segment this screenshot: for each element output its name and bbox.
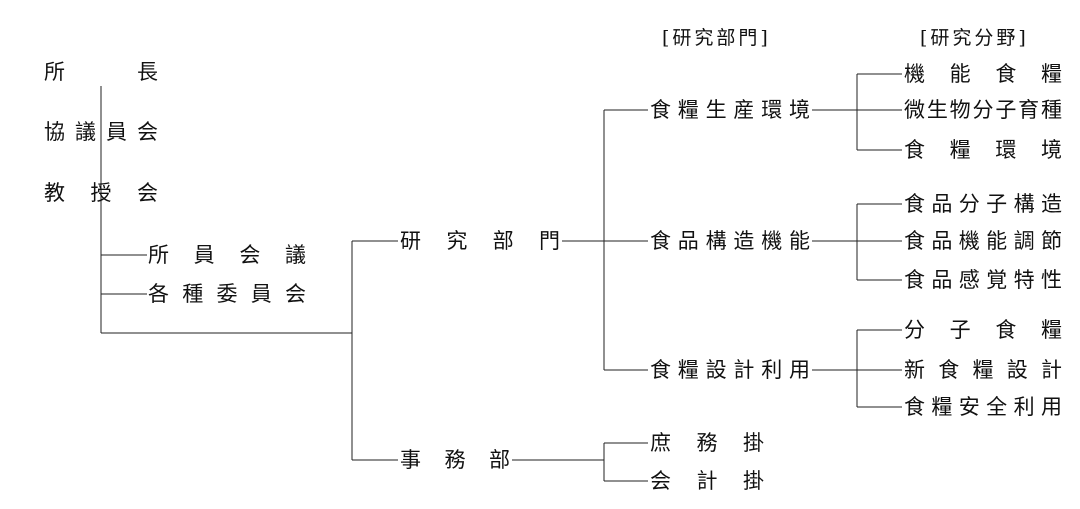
division-structure: 食品構造機能 bbox=[650, 229, 810, 253]
admin-section-general: 庶務掛 bbox=[650, 431, 764, 455]
field-food-safety: 食糧安全利用 bbox=[904, 395, 1062, 419]
division-environment: 食糧生産環境 bbox=[650, 98, 810, 122]
field-sensory-properties: 食品感覚特性 bbox=[904, 268, 1062, 292]
admin-department-label: 事務部 bbox=[400, 448, 510, 472]
research-department-label: 研究部門 bbox=[400, 229, 560, 253]
header-research-divisions: [研究部門] bbox=[662, 27, 771, 49]
field-molecular-food: 分子食糧 bbox=[904, 318, 1062, 342]
admin-section-accounting: 会計掛 bbox=[650, 469, 764, 493]
field-function-regulation: 食品機能調節 bbox=[904, 229, 1062, 253]
header-research-fields: [研究分野] bbox=[920, 27, 1029, 49]
faculty-meeting-label: 教授会 bbox=[44, 181, 158, 205]
field-microbial-breeding: 微生物分子育種 bbox=[904, 98, 1062, 122]
council-label: 協議員会 bbox=[44, 120, 158, 144]
director-char-1: 所 bbox=[44, 60, 65, 84]
director-char-2: 長 bbox=[137, 60, 158, 84]
field-food-environment: 食糧環境 bbox=[904, 138, 1062, 162]
staff-meeting-label: 所員会議 bbox=[148, 243, 306, 267]
director-label: 所 長 bbox=[44, 60, 158, 84]
various-committees-label: 各種委員会 bbox=[148, 282, 306, 306]
field-functional-food: 機能食糧 bbox=[904, 62, 1062, 86]
division-design: 食糧設計利用 bbox=[650, 358, 810, 382]
field-new-food-design: 新食糧設計 bbox=[904, 358, 1062, 382]
field-molecular-structure: 食品分子構造 bbox=[904, 192, 1062, 216]
